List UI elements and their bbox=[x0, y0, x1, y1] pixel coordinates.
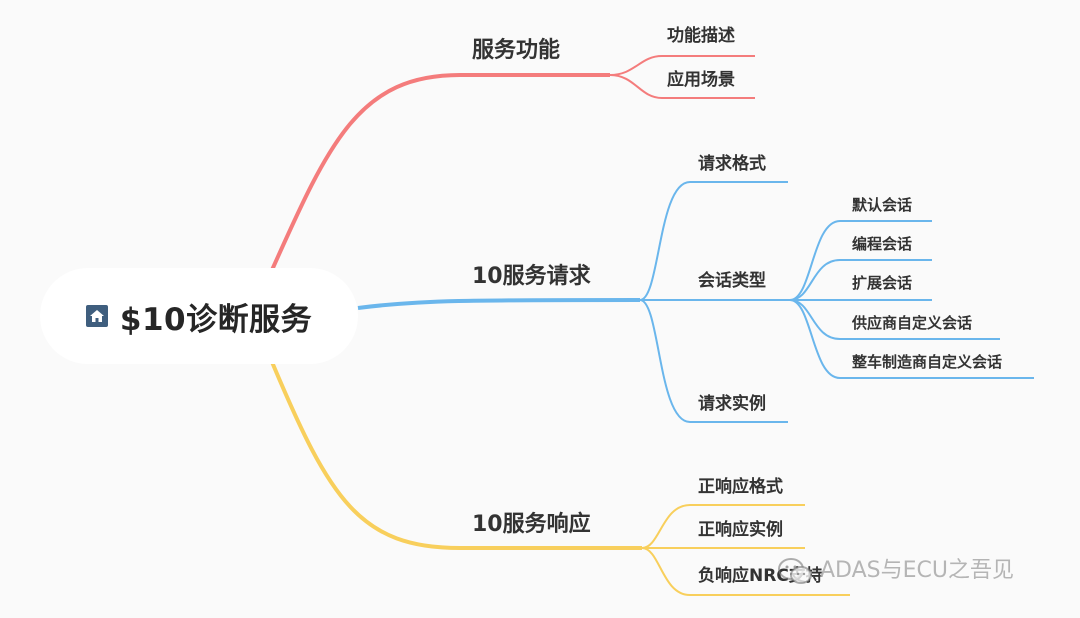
home-icon bbox=[85, 305, 108, 327]
connector-root-to-response bbox=[270, 361, 642, 550]
connector-request-example bbox=[639, 299, 788, 423]
connector-default-session bbox=[789, 220, 932, 301]
node-session-type[interactable]: 会话类型 bbox=[698, 271, 766, 291]
root-title: $10诊断服务 bbox=[119, 301, 313, 338]
node-supplier-session[interactable]: 供应商自定义会话 bbox=[852, 314, 973, 332]
wechat-icon bbox=[778, 558, 812, 584]
connector-negative-nrc bbox=[641, 547, 850, 596]
node-service-function[interactable]: 服务功能 bbox=[472, 38, 561, 63]
node-extended-session[interactable]: 扩展会话 bbox=[852, 274, 913, 292]
node-programming-session[interactable]: 编程会话 bbox=[852, 235, 913, 253]
node-request-format[interactable]: 请求格式 bbox=[698, 154, 766, 174]
node-service-response[interactable]: 10服务响应 bbox=[472, 512, 591, 537]
connector-positive-format bbox=[641, 504, 805, 549]
node-application-scenario[interactable]: 应用场景 bbox=[667, 70, 735, 90]
connector-oem-session bbox=[789, 299, 1034, 379]
connector-programming-session bbox=[789, 259, 932, 301]
connector-root-to-service-function bbox=[270, 73, 610, 271]
node-default-session[interactable]: 默认会话 bbox=[852, 196, 913, 214]
connector-request-format bbox=[639, 181, 788, 301]
node-request-example[interactable]: 请求实例 bbox=[698, 394, 766, 414]
watermark: ADAS与ECU之吾见 bbox=[776, 556, 1014, 586]
node-positive-response-example[interactable]: 正响应实例 bbox=[698, 520, 783, 540]
node-positive-response-format[interactable]: 正响应格式 bbox=[698, 477, 783, 497]
connector-supplier-session bbox=[789, 299, 1000, 340]
root-node[interactable]: $10诊断服务 bbox=[40, 268, 358, 364]
connector-root-to-request bbox=[357, 298, 641, 310]
node-oem-session[interactable]: 整车制造商自定义会话 bbox=[852, 353, 1003, 371]
node-service-request[interactable]: 10服务请求 bbox=[472, 264, 591, 289]
connector-application bbox=[609, 74, 755, 99]
connector-function-desc bbox=[609, 55, 755, 76]
watermark-text: ADAS与ECU之吾见 bbox=[820, 558, 1014, 583]
node-function-description[interactable]: 功能描述 bbox=[667, 26, 735, 46]
